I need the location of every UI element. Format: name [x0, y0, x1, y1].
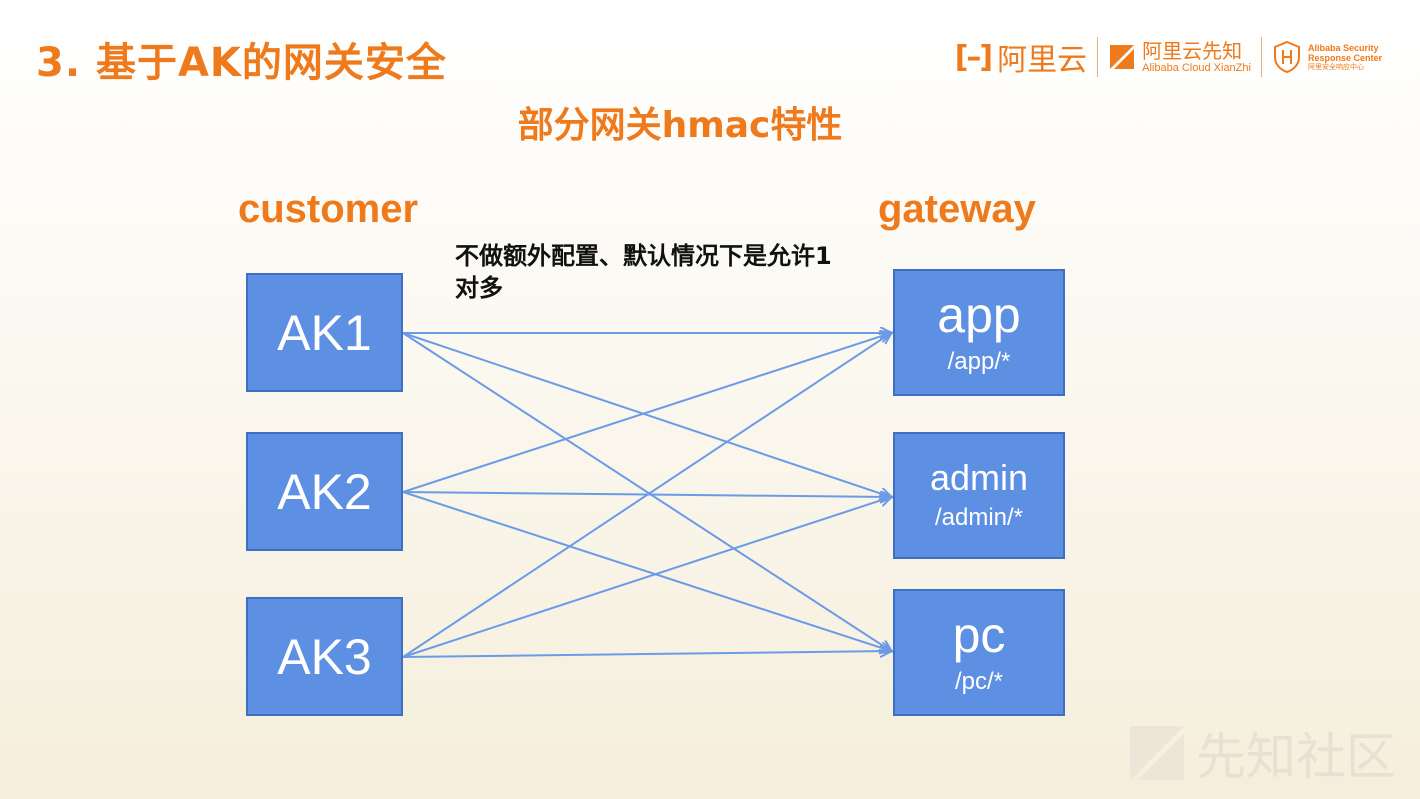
- connection-arrow-ak3-pc: [402, 651, 891, 657]
- xianzhi-cn-text: 阿里云先知: [1142, 38, 1243, 63]
- aliyun-logo: [–] 阿里云: [955, 35, 1087, 79]
- customer-label: customer: [238, 187, 419, 231]
- connection-arrow-ak3-admin: [402, 497, 891, 658]
- watermark-text: 先知社区: [1196, 728, 1396, 786]
- gateway-box-admin: admin /admin/*: [893, 432, 1065, 559]
- watermark: 先知社区: [1126, 717, 1396, 789]
- connection-arrow-ak1-admin: [402, 332, 891, 497]
- asrc-en-text-1: Alibaba Security: [1307, 42, 1379, 53]
- customer-box-ak2: AK2: [246, 432, 403, 551]
- gateway-box-path: /app/*: [947, 347, 1011, 375]
- connection-arrow-ak1-pc: [402, 332, 891, 651]
- gateway-box-name: app: [937, 286, 1021, 343]
- gateway-box-path: /pc/*: [954, 667, 1004, 695]
- gateway-label: gateway: [878, 187, 1036, 231]
- connection-arrow-ak3-app: [402, 333, 891, 658]
- gateway-box-name: pc: [952, 606, 1006, 663]
- aliyun-logo-text: 阿里云: [997, 43, 1088, 78]
- customer-box-ak1: AK1: [246, 273, 403, 392]
- logo-divider: [1097, 37, 1099, 77]
- connection-arrow-ak2-app: [402, 333, 891, 493]
- asrc-en-text-2: Response Center: [1307, 52, 1382, 63]
- xianzhi-en-text: Alibaba Cloud XianZhi: [1142, 61, 1251, 74]
- connection-arrow-ak2-pc: [402, 491, 891, 651]
- customer-box-label: AK2: [277, 463, 372, 520]
- customer-box-label: AK3: [277, 628, 372, 685]
- note-text: 不做额外配置、默认情况下是允许1对多: [455, 242, 832, 302]
- asrc-logo: Alibaba Security Response Center 阿里安全响应中…: [1272, 40, 1382, 74]
- header-logos: [–] 阿里云 阿里云先知 Alibaba Cloud XianZhi Alib…: [955, 34, 1382, 80]
- xianzhi-logo: 阿里云先知 Alibaba Cloud XianZhi: [1108, 40, 1251, 75]
- logo-divider: [1260, 37, 1262, 77]
- customer-box-ak3: AK3: [246, 597, 403, 716]
- asrc-cn-text: 阿里安全响应中心: [1307, 62, 1364, 71]
- slide-title: 3. 基于AK的网关安全: [36, 40, 447, 86]
- gateway-box-pc: pc /pc/*: [893, 589, 1065, 716]
- shield-icon: [1273, 40, 1300, 74]
- aliyun-bracket-icon: [–]: [954, 39, 993, 75]
- gateway-box-name: admin: [929, 456, 1029, 498]
- watermark-mark-icon: [1130, 726, 1184, 780]
- gateway-box-app: app /app/*: [893, 269, 1065, 396]
- customer-box-label: AK1: [277, 304, 372, 361]
- gateway-box-path: /admin/*: [934, 503, 1024, 531]
- diagram-subtitle: 部分网关hmac特性: [517, 105, 843, 146]
- xianzhi-mark-icon: [1110, 45, 1135, 69]
